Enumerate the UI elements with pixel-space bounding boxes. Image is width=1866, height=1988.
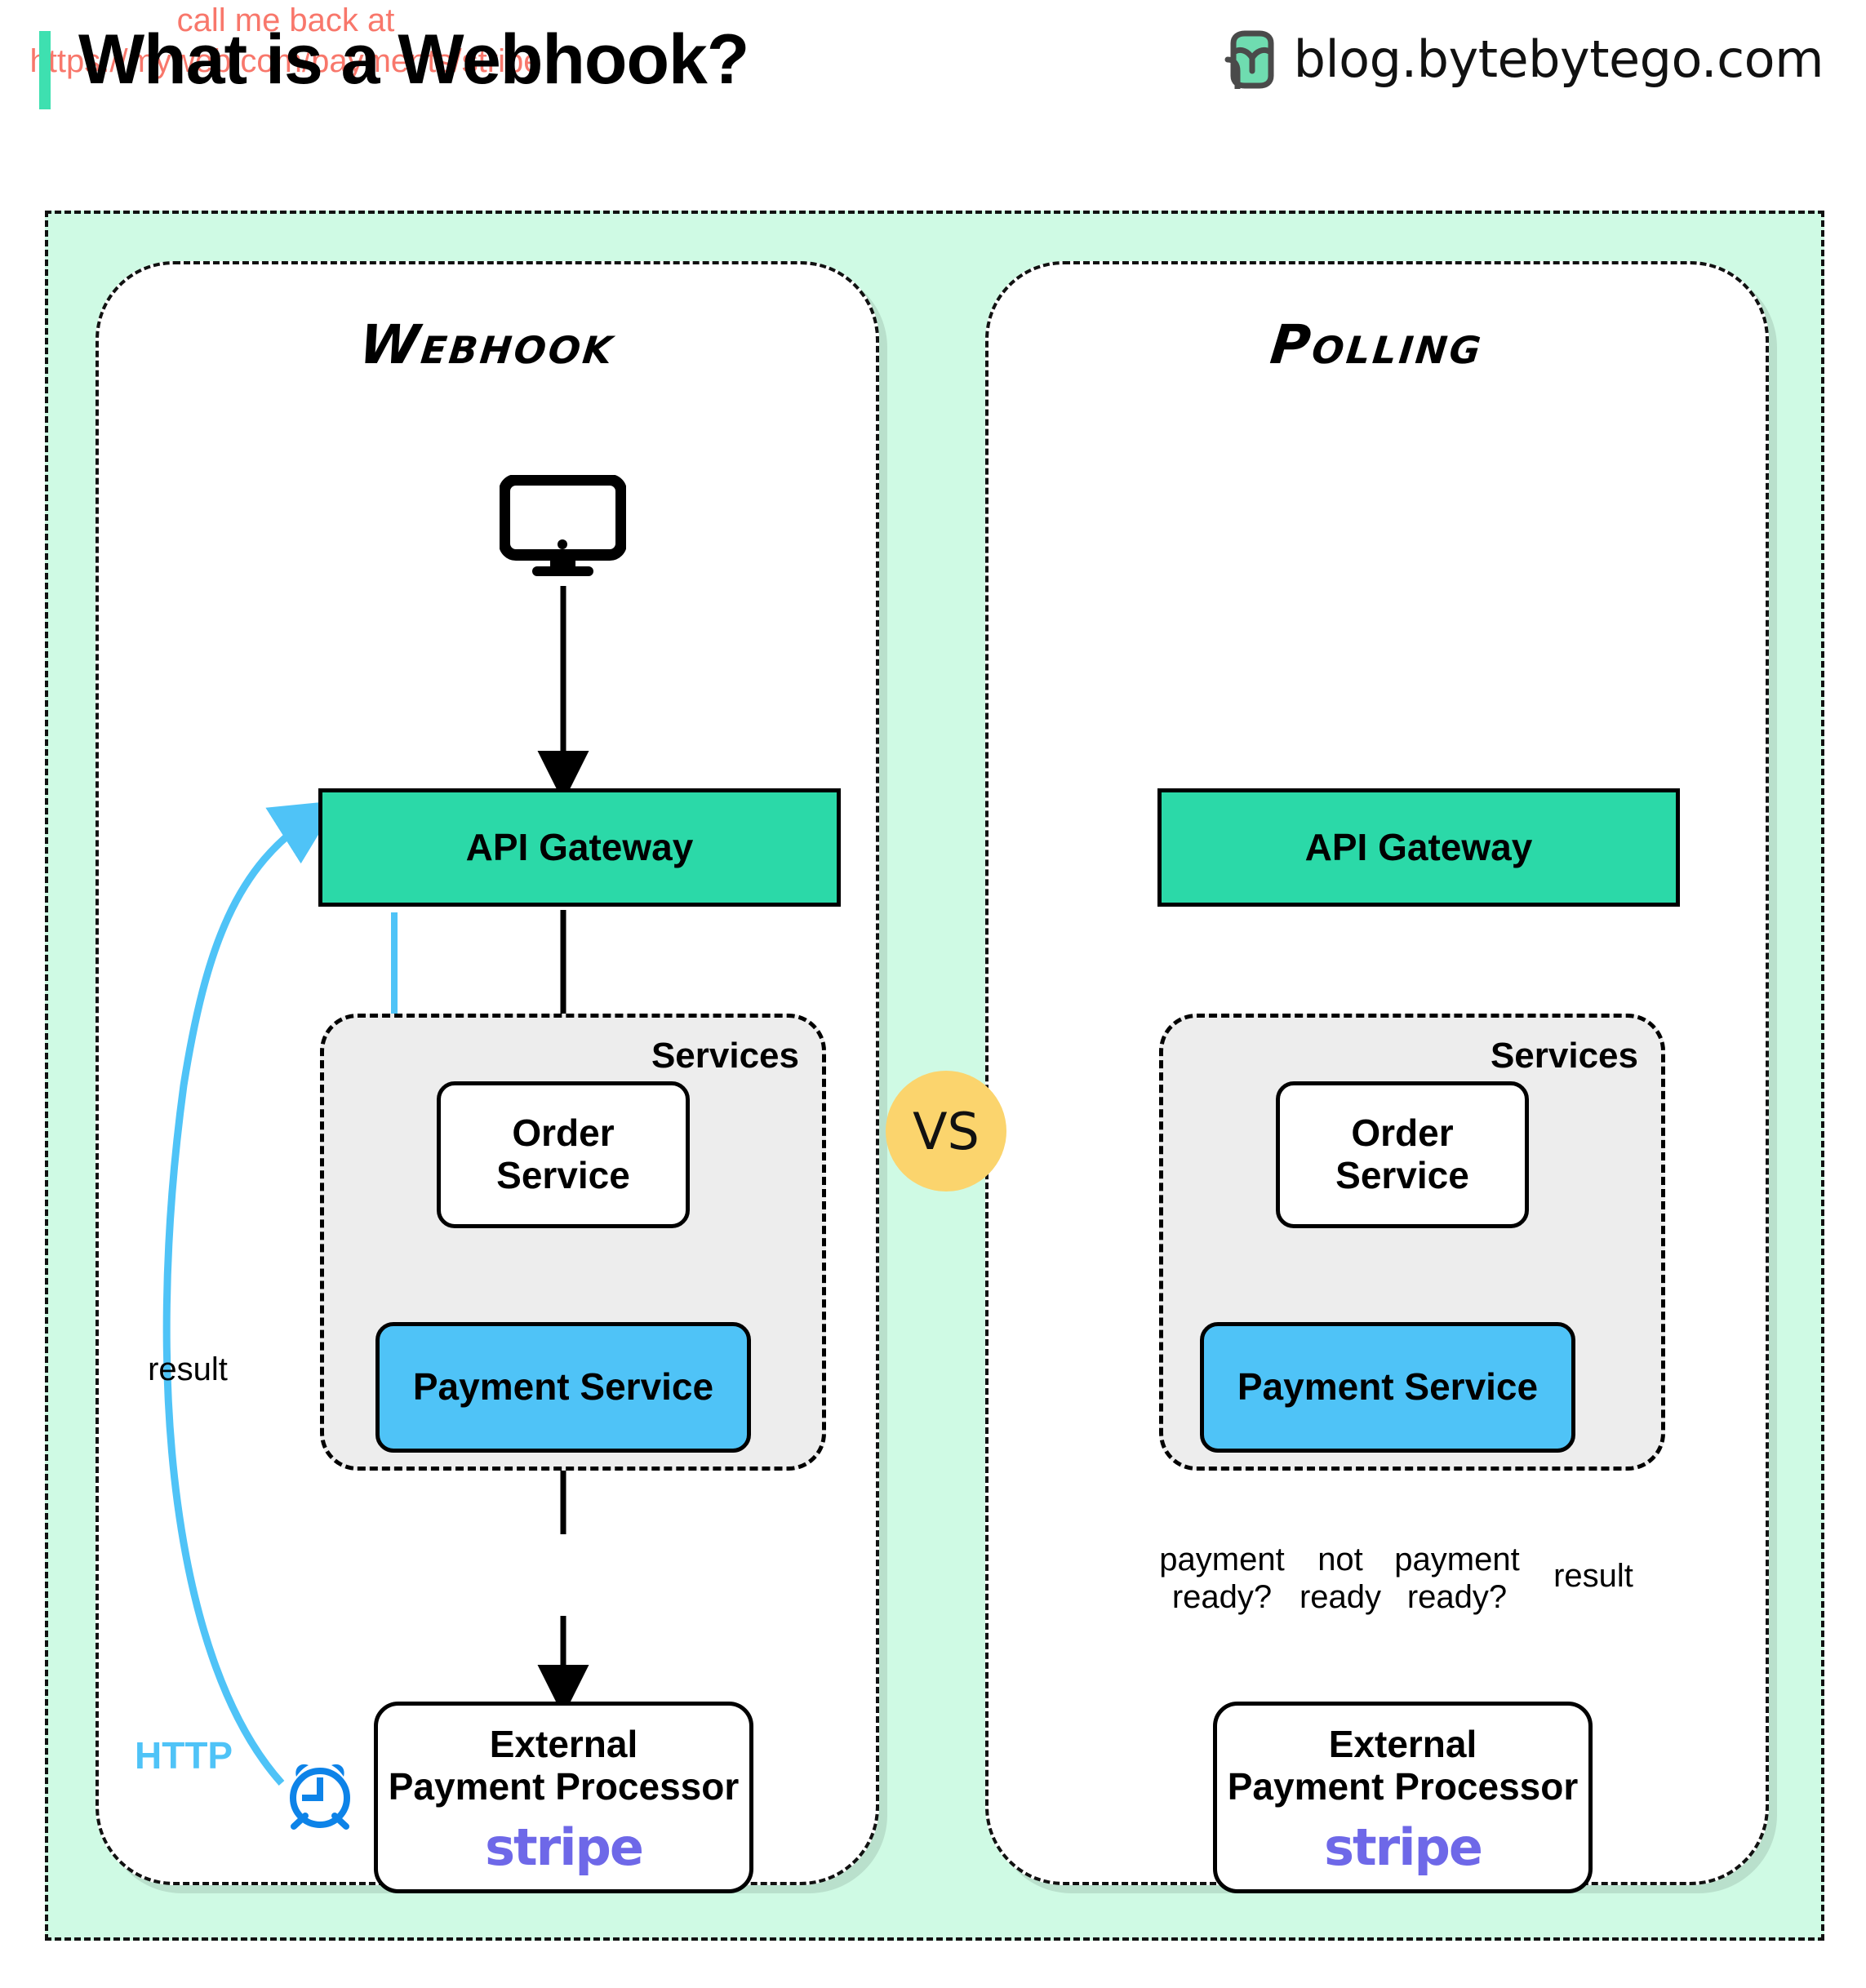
services-label: Services [1490, 1036, 1638, 1076]
callback-line1: call me back at [176, 2, 395, 38]
processor-line1: External [489, 1723, 638, 1766]
processor-line2: Payment Processor [388, 1764, 740, 1808]
brand-block: blog.bytebytego.com [1224, 29, 1824, 89]
poll-label-0: payment ready? [1144, 1541, 1300, 1616]
order-service-box-polling[interactable]: Order Service [1276, 1081, 1529, 1228]
api-gateway-box-webhook[interactable]: API Gateway [318, 788, 841, 907]
external-payment-processor-polling[interactable]: External Payment Processor stripe [1213, 1702, 1593, 1893]
poll-label-1-line1: not [1317, 1542, 1363, 1578]
poll-label-1: not ready [1275, 1541, 1406, 1616]
payment-service-box-polling[interactable]: Payment Service [1200, 1322, 1575, 1453]
poll-label-1-line2: ready [1299, 1579, 1382, 1615]
poll-label-2-line1: payment [1394, 1542, 1520, 1578]
api-gateway-box-polling[interactable]: API Gateway [1157, 788, 1680, 907]
order-service-line2: Service [1335, 1154, 1469, 1196]
poll-label-2-line2: ready? [1406, 1579, 1508, 1615]
external-payment-processor-webhook[interactable]: External Payment Processor stripe [374, 1702, 753, 1893]
poll-label-0-line1: payment [1159, 1542, 1285, 1578]
alarm-clock-icon [290, 1764, 350, 1830]
vs-badge: VS [886, 1071, 1006, 1191]
services-label: Services [651, 1036, 799, 1076]
poll-label-0-line2: ready? [1171, 1579, 1273, 1615]
page-header: What is a Webhook? blog.bytebytego.com [0, 0, 1866, 139]
poll-label-2: payment ready? [1380, 1541, 1535, 1616]
http-label: HTTP [135, 1734, 233, 1777]
title-accent-bar [39, 31, 51, 109]
stripe-logo: stripe [485, 1817, 644, 1878]
bytebytego-logo-icon [1224, 30, 1274, 89]
desktop-monitor-icon [500, 475, 626, 576]
poll-label-3: result [1553, 1558, 1633, 1594]
stripe-logo: stripe [1324, 1817, 1483, 1878]
payment-service-box-webhook[interactable]: Payment Service [375, 1322, 751, 1453]
order-service-box-webhook[interactable]: Order Service [437, 1081, 690, 1228]
processor-line2: Payment Processor [1227, 1764, 1579, 1808]
callback-line2: https://myweb.com/payments/stripe [29, 43, 542, 79]
processor-line1: External [1328, 1723, 1477, 1766]
brand-url: blog.bytebytego.com [1293, 29, 1824, 89]
panel-title-polling: Polling [1267, 313, 1487, 376]
order-service-line1: Order [512, 1112, 615, 1155]
order-service-line2: Service [496, 1154, 630, 1196]
panel-title-webhook: Webhook [356, 313, 619, 376]
page-title: What is a Webhook? [78, 20, 749, 99]
webhook-result-label: result [148, 1351, 228, 1387]
webhook-callback-annotation: call me back at https://myweb.com/paymen… [0, 0, 571, 82]
order-service-line1: Order [1351, 1112, 1454, 1155]
